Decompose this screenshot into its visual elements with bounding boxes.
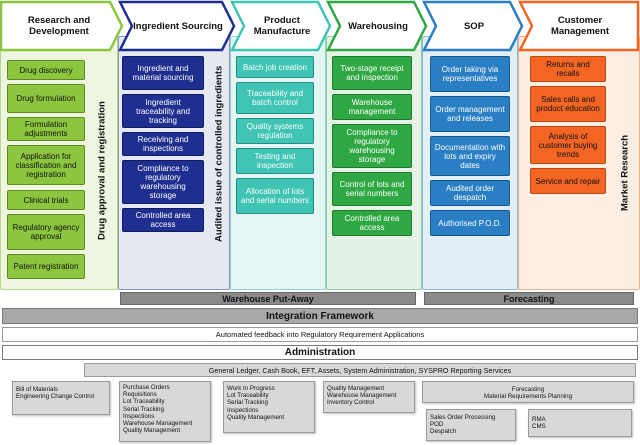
manufacture-item: Testing and inspection — [236, 148, 314, 174]
header-research: Research and Development — [0, 0, 124, 52]
warehousing-item: Warehouse management — [332, 94, 412, 120]
sop-item: Audited order despatch — [430, 180, 510, 206]
integration-framework-bar: Integration Framework — [2, 308, 638, 324]
sop-item: Order management and releases — [430, 96, 510, 132]
chevron-shape — [422, 0, 524, 52]
customer-item: Service and repair — [530, 168, 606, 194]
warehouse-putaway-bar: Warehouse Put-Away — [120, 292, 416, 305]
header-warehousing: Warehousing — [326, 0, 428, 52]
manufacture-item: Quality systems regulation — [236, 118, 314, 144]
chevron-shape — [326, 0, 428, 52]
sourcing-item: Compliance to regulatory warehousing sto… — [122, 160, 204, 204]
research-item: Drug discovery — [7, 60, 85, 80]
automated-feedback-bar: Automated feedback into Regulatory Requi… — [2, 327, 638, 342]
general-ledger-bar: General Ledger, Cash Book, EFT, Assets, … — [84, 363, 636, 377]
warehousing-item: Control of lots and serial numbers — [332, 172, 412, 206]
forecasting-bar: Forecasting — [424, 292, 634, 305]
manufacture-item: Batch job creation — [236, 56, 314, 78]
chevron-shape — [118, 0, 236, 52]
sop-item: Authorised P.O.D. — [430, 210, 510, 236]
module-rma: RMA CMS — [528, 409, 632, 437]
module-quality: Quality Management Warehouse Management … — [323, 381, 415, 413]
sourcing-item: Ingredient and material sourcing — [122, 56, 204, 90]
module-forecasting: Forecasting Material Requirements Planni… — [422, 381, 634, 403]
warehousing-item: Compliance to regulatory warehousing sto… — [332, 124, 412, 168]
research-item: Formulation adjustments — [7, 117, 85, 141]
module-purchase: Purchase Orders Requisitions Lot Traceab… — [119, 381, 211, 442]
audited-issue-label: Audited issue of controlled ingredients — [213, 65, 225, 243]
chevron-shape — [230, 0, 332, 52]
module-wip: Work In Progress Lot Traceability Serial… — [223, 381, 315, 433]
research-item: Application for classification and regis… — [7, 145, 85, 185]
sourcing-item: Receiving and inspections — [122, 132, 204, 156]
chevron-shape — [518, 0, 640, 52]
drug-approval-label: Drug approval and registration — [96, 101, 108, 241]
administration-bar: Administration — [2, 345, 638, 360]
sop-item: Order taking via representatives — [430, 56, 510, 92]
header-sop: SOP — [422, 0, 524, 52]
manufacture-item: Allocation of lots and serial numbers — [236, 178, 314, 214]
research-item: Drug formulation — [7, 84, 85, 113]
header-sourcing: Ingredient Sourcing — [118, 0, 236, 52]
customer-item: Analysis of customer buying trends — [530, 126, 606, 164]
sop-item: Documentation with lots and expiry dates — [430, 136, 510, 176]
header-customer: Customer Management — [518, 0, 640, 52]
warehousing-item: Two-stage receipt and inspection — [332, 56, 412, 90]
market-research-label: Market Research — [619, 134, 631, 212]
sourcing-item: Controlled area access — [122, 208, 204, 232]
sourcing-item: Ingredient traceability and tracking — [122, 94, 204, 128]
module-bom: Bill of Materials Engineering Change Con… — [12, 381, 110, 415]
research-item: Clinical trials — [7, 190, 85, 210]
research-item: Patent registration — [7, 254, 85, 279]
customer-item: Sales calls and product education — [530, 86, 606, 122]
research-item: Regulatory agency approval — [7, 214, 85, 250]
customer-item: Returns and recalls — [530, 56, 606, 82]
module-sales-order: Sales Order Processing POD Despatch — [426, 409, 516, 441]
chevron-shape — [0, 0, 124, 52]
manufacture-item: Traceability and batch control — [236, 82, 314, 114]
header-manufacture: Product Manufacture — [230, 0, 332, 52]
warehousing-item: Controlled area access — [332, 210, 412, 236]
